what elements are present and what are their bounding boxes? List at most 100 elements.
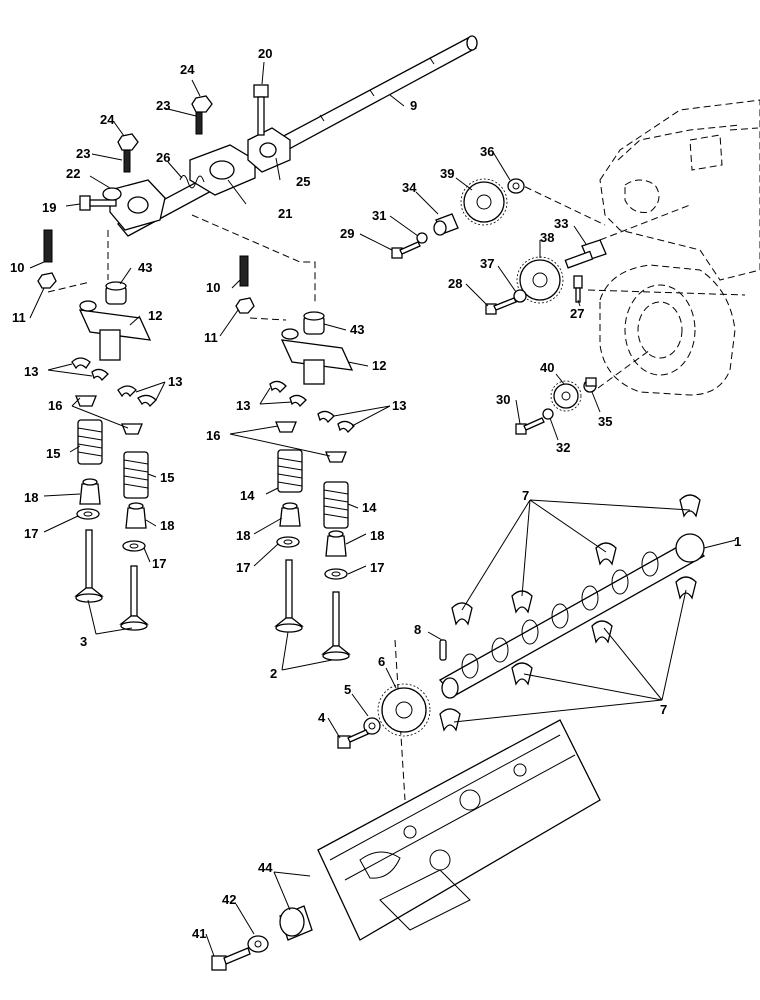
label-28: 28 [448,276,462,291]
label-10-right: 10 [206,280,220,295]
washers-17-left [76,508,146,552]
label-11-left: 11 [12,310,26,325]
label-41: 41 [192,926,206,941]
label-26: 26 [156,150,170,165]
washer-42 [247,935,269,953]
leader-lines [29,61,737,957]
label-4: 4 [318,710,326,725]
washers-17-right [276,536,348,580]
label-10-left: 10 [10,260,24,275]
label-6: 6 [378,654,385,669]
part-number-labels: 20 24 23 24 23 26 22 19 25 21 9 10 11 43… [10,46,741,941]
bolt-28 [485,297,517,315]
engine-block-outline [599,99,760,281]
label-21: 21 [278,206,292,221]
label-27: 27 [570,306,584,321]
label-7-bottom: 7 [660,702,667,717]
label-11-right: 11 [204,330,218,345]
nut-11-right [235,297,255,314]
label-12-left: 12 [148,308,162,323]
label-15-right: 15 [160,470,174,485]
camshaft-1 [438,533,706,699]
pad-43-right [303,311,325,335]
label-33: 33 [554,216,568,231]
washer-22 [102,187,122,201]
label-25: 25 [296,174,310,189]
label-36: 36 [480,144,494,159]
gear-40 [550,380,582,412]
label-17-right-b: 17 [370,560,384,575]
label-40: 40 [540,360,554,375]
label-9: 9 [410,98,417,113]
label-22: 22 [66,166,80,181]
label-7-top: 7 [522,488,529,503]
label-13-left-a: 13 [24,364,38,379]
label-44: 44 [258,860,273,875]
label-37: 37 [480,256,494,271]
label-24-lower: 24 [100,112,115,127]
valves-2 [274,559,351,661]
shaft-spring-26 [179,175,205,189]
label-12-right: 12 [372,358,386,373]
bolt-29 [391,241,421,259]
label-16-right: 16 [206,428,220,443]
nut-11-left [37,272,57,289]
stud-23-lower [123,149,131,173]
label-23-upper: 23 [156,98,170,113]
label-38: 38 [540,230,554,245]
label-43-left: 43 [138,260,152,275]
washer-31 [416,232,428,244]
label-17-left-b: 17 [152,556,166,571]
gear-38 [516,256,564,304]
nut-24-upper [191,95,213,113]
springs-15-left [77,419,149,499]
adjusting-screw-10-left [43,229,53,263]
washer-5 [363,717,381,735]
label-8: 8 [414,622,421,637]
label-20: 20 [258,46,272,61]
label-35: 35 [598,414,612,429]
label-1: 1 [734,534,741,549]
washer-37 [513,289,527,303]
label-14-right: 14 [362,500,377,515]
washer-36 [507,178,525,194]
rocker-bracket-25 [247,127,291,173]
washer-32 [542,408,554,420]
label-18-left-a: 18 [24,490,38,505]
valves-3 [74,529,149,631]
bridge-12-left [78,300,152,361]
keepers-13-right [269,380,355,434]
label-31: 31 [372,208,386,223]
label-13-left-b: 13 [168,374,182,389]
retainers-16-right [275,421,347,463]
label-2: 2 [270,666,277,681]
label-34: 34 [402,180,417,195]
label-42: 42 [222,892,236,907]
label-30: 30 [496,392,510,407]
label-32: 32 [556,440,570,455]
label-23-lower: 23 [76,146,90,161]
springs-14 [277,449,349,529]
stud-23-upper [195,111,203,135]
retainers-16-left [75,395,143,435]
bolt-19 [79,195,117,211]
cam-gear-6 [377,683,431,737]
label-39: 39 [440,166,454,181]
cylinder-head-outline [317,719,601,941]
nut-24-lower [117,133,139,151]
label-13-right-b: 13 [392,398,406,413]
bolt-27 [573,275,583,303]
timing-housing-outline [599,264,736,396]
label-5: 5 [344,682,351,697]
label-17-right-a: 17 [236,560,250,575]
label-18-right-a: 18 [236,528,250,543]
label-14-left: 14 [240,488,255,503]
adjusting-screw-10-right [239,255,249,287]
label-18-left-b: 18 [160,518,174,533]
pad-43-left [105,281,127,305]
label-13-right-a: 13 [236,398,250,413]
bridge-12-right [280,328,354,385]
label-15-left: 15 [46,446,60,461]
label-43-right: 43 [350,322,364,337]
plug-44 [279,905,313,941]
